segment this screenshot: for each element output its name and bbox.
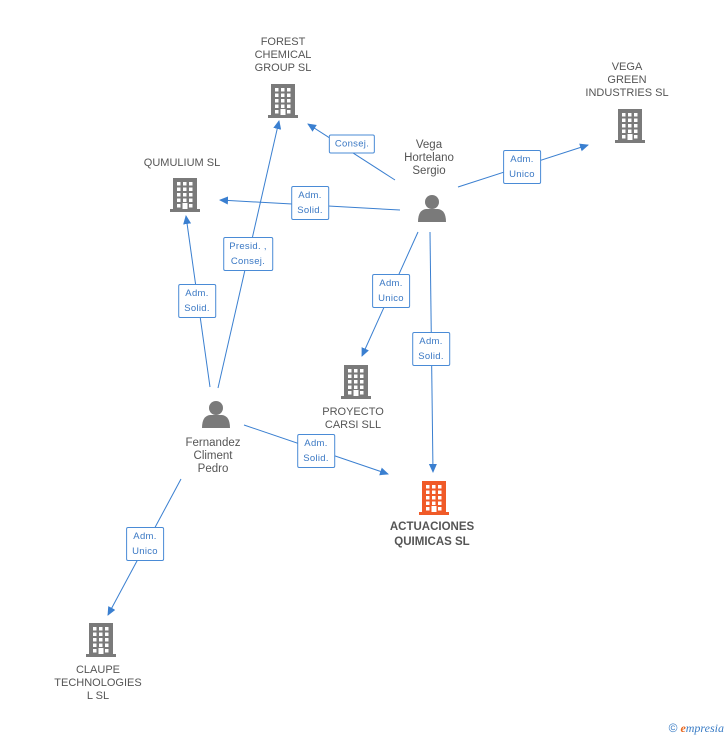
node-label-vega_green[interactable]: VEGA GREEN INDUSTRIES SL bbox=[585, 61, 669, 99]
edge-label[interactable]: Presid. , Consej. bbox=[223, 237, 273, 271]
person-icon[interactable] bbox=[202, 401, 230, 428]
building-icon[interactable] bbox=[170, 178, 200, 212]
building-icon[interactable] bbox=[341, 365, 371, 399]
brand-initial: e bbox=[680, 721, 686, 735]
brand-name: mpresia bbox=[685, 721, 724, 735]
node-label-vega_sergio[interactable]: Vega Hortelano Sergio bbox=[404, 139, 454, 177]
edge-label[interactable]: Adm. Unico bbox=[372, 274, 410, 308]
building-icon[interactable] bbox=[419, 481, 449, 515]
node-label-qumulium[interactable]: QUMULIUM SL bbox=[143, 157, 221, 169]
node-label-forest[interactable]: FOREST CHEMICAL GROUP SL bbox=[254, 36, 312, 74]
copyright-symbol: © bbox=[668, 721, 678, 735]
node-label-actuaciones[interactable]: ACTUACIONES QUIMICAS SL bbox=[389, 521, 475, 548]
node-label-claupe[interactable]: CLAUPE TECHNOLOGIES L SL bbox=[54, 664, 142, 702]
edge-label[interactable]: Adm. Solid. bbox=[178, 284, 216, 318]
edge-label[interactable]: Adm. Unico bbox=[126, 527, 164, 561]
edge-label[interactable]: Adm. Solid. bbox=[297, 434, 335, 468]
building-icon[interactable] bbox=[615, 109, 645, 143]
edge-label[interactable]: Consej. bbox=[328, 134, 376, 154]
node-label-proyecto[interactable]: PROYECTO CARSI SLL bbox=[322, 406, 384, 431]
person-icon[interactable] bbox=[418, 195, 446, 222]
node-label-fernandez[interactable]: Fernandez Climent Pedro bbox=[185, 437, 241, 475]
edge-label[interactable]: Adm. Solid. bbox=[412, 332, 450, 366]
building-icon[interactable] bbox=[268, 84, 298, 118]
empresia-watermark[interactable]: © empresia bbox=[669, 721, 724, 736]
edge-label[interactable]: Adm. Unico bbox=[503, 150, 541, 184]
edge-label[interactable]: Adm. Solid. bbox=[291, 186, 329, 220]
building-icon[interactable] bbox=[86, 623, 116, 657]
